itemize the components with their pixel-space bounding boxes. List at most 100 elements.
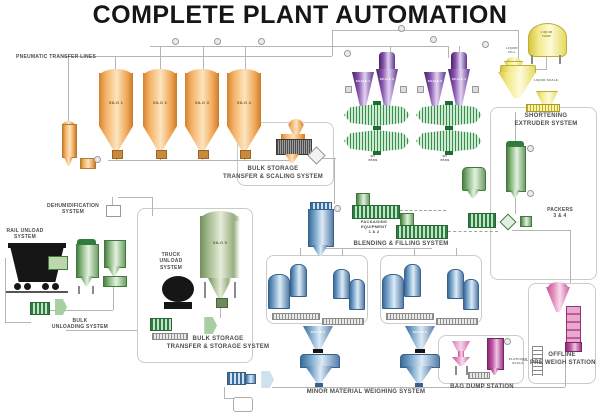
truck-wheels (164, 302, 192, 309)
load-cell (400, 86, 407, 93)
silo5-diverter-hex (204, 317, 217, 334)
silo-discharge (156, 150, 167, 159)
silo-body (143, 73, 177, 126)
packer-machine (468, 213, 496, 228)
vent-valve-icon (214, 38, 221, 45)
pipe (390, 46, 391, 56)
load-cell (417, 86, 424, 93)
scale-label: SCALE 5 (310, 330, 326, 334)
filter-tower-cone (64, 157, 73, 166)
pipe (332, 30, 518, 31)
minor-bin (382, 274, 404, 309)
preweigh-cyclone-cap (548, 282, 568, 288)
scale-label: SCALE 4 (451, 77, 467, 81)
surge-hopper-cone (305, 366, 333, 383)
bagdump-hood (452, 341, 470, 351)
cyclone-cap (289, 119, 303, 125)
screw-conveyor (436, 318, 478, 325)
process-column-cone (510, 190, 520, 198)
pipe (414, 248, 415, 256)
pipe (332, 30, 333, 56)
surge-hopper-top (400, 354, 440, 368)
vessel-leg (78, 286, 80, 294)
liquid-fill-label: LIQUID FILL (506, 46, 518, 54)
surge-hopper-top (300, 354, 340, 368)
truck-tank (162, 276, 194, 302)
dehumidifier (106, 205, 121, 217)
blender-cap (373, 101, 381, 105)
pipe (48, 310, 113, 311)
bagdump-leg (455, 366, 457, 375)
pipe (546, 57, 547, 69)
tank-leg (531, 55, 533, 64)
silo-label: SILO 3 (194, 100, 210, 105)
preweigh-column (566, 306, 581, 344)
pipe (322, 158, 336, 159)
pipe (272, 387, 565, 388)
dust-collector (487, 338, 504, 370)
dehumidification-label: DEHUMIDIFICATION SYSTEM (47, 203, 99, 216)
dust-fan-icon (504, 338, 511, 345)
column-filter-cap (506, 141, 524, 147)
bag-dump-label: BAG DUMP STATION (450, 384, 514, 390)
pneumatic-transfer-label: PNEUMATIC TRANSFER LINES (16, 54, 97, 60)
conveyor-path (448, 231, 498, 233)
filler-conveyor (396, 225, 448, 239)
silo-label: SILO 4 (236, 100, 252, 105)
packaging-label: PACKAGING EQUIPMENT 1 & 2 (360, 219, 388, 234)
extruder-funnel (536, 91, 558, 104)
silo-discharge (240, 150, 251, 159)
pipe (62, 56, 332, 57)
pipe (448, 46, 449, 58)
pipe (316, 248, 432, 249)
pipe (160, 46, 161, 72)
pipe (108, 160, 290, 161)
scale-label: SCALE 3 (427, 79, 443, 83)
bagdump-cone (452, 357, 470, 366)
bypass-label: BY PASS (440, 154, 450, 162)
scaling-outline (237, 122, 334, 186)
bypass-label: BY PASS (368, 154, 378, 162)
blending-filling-label: BLENDING & FILLING SYSTEM (353, 241, 449, 247)
blender-cap (445, 126, 453, 130)
pipe (66, 330, 137, 331)
blender-cap (445, 151, 453, 155)
railcar-wheel (42, 283, 49, 290)
blender (344, 130, 410, 152)
silo-body (185, 73, 219, 126)
offline-preweigh-label: OFFLINE PRE WEIGH STATION (530, 352, 596, 366)
minor-bin (268, 274, 290, 309)
liquid-fill-cap (506, 57, 521, 62)
blender (416, 104, 482, 126)
pipe (150, 46, 448, 47)
vent-valve-icon (258, 38, 265, 45)
daybin-fan-icon (334, 205, 341, 212)
packer-pump (520, 216, 532, 227)
liquid-tank-label: LIQUID TANK (540, 30, 553, 38)
pipe (300, 248, 301, 256)
blower-motor-icon (94, 156, 101, 163)
railcar-rim (8, 243, 66, 248)
bulk-storage-label: BULK STORAGE TRANSFER & STORAGE SYSTEM (166, 336, 270, 350)
pipe (456, 248, 457, 256)
rail-track (6, 291, 68, 293)
filler-conveyor (352, 205, 400, 219)
screw-conveyor (272, 313, 320, 320)
pipe (224, 387, 225, 398)
silo-label: SILO 1 (108, 100, 124, 105)
minor-bin (349, 279, 365, 310)
column-fan-icon (527, 190, 534, 197)
minor-bin (463, 279, 479, 310)
pipe (512, 230, 570, 231)
minor-weighing-label: MINOR MATERIAL WEIGHING SYSTEM (306, 389, 426, 395)
pipe (334, 158, 335, 204)
storage-vessel-hopper (103, 276, 127, 287)
silo-cone (185, 126, 219, 150)
process-column (506, 146, 526, 192)
platform-ladder (532, 346, 543, 376)
vent-valve-icon (172, 38, 179, 45)
silo-cone (99, 126, 133, 150)
drum-scale (276, 139, 312, 155)
scale-label: SCALE 1 (355, 79, 371, 83)
surge-bin (462, 167, 486, 191)
